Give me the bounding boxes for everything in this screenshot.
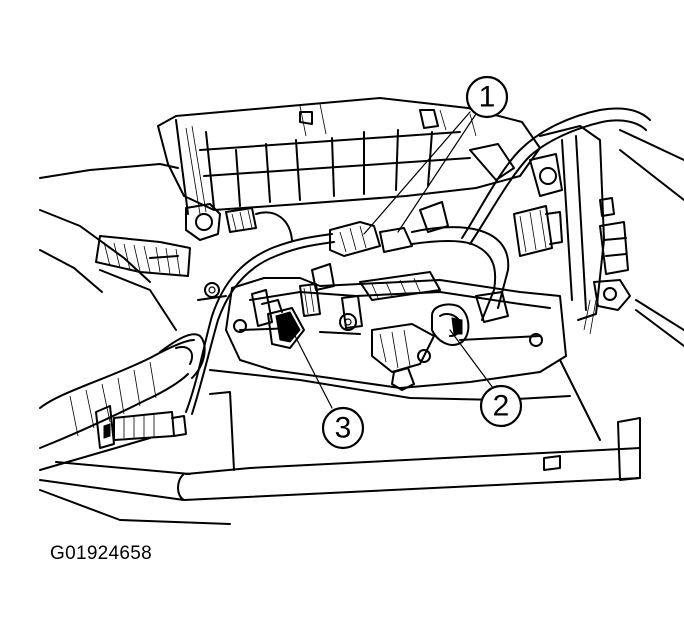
callout-2: 2: [479, 384, 523, 428]
figure-code: G01924658: [50, 543, 153, 564]
air-intake-tube: [39, 333, 206, 471]
manifold: [197, 263, 567, 389]
callout-1-label: 1: [479, 81, 496, 114]
wiring-harness: [185, 107, 651, 415]
callout-2-label: 2: [493, 390, 510, 423]
right-bracket: [513, 125, 684, 347]
engine-diagram: 1 2 3: [39, 75, 684, 525]
lower-crossmember: [39, 269, 641, 525]
upper-bracket: [157, 97, 541, 215]
callout-3-label: 3: [335, 412, 352, 445]
oxygen-sensor: [95, 405, 187, 449]
sensor-item-2: [371, 303, 470, 391]
leader-lines: [291, 111, 497, 409]
callout-1: 1: [465, 75, 509, 119]
left-hoses: [39, 163, 293, 293]
callout-3: 3: [321, 406, 365, 450]
